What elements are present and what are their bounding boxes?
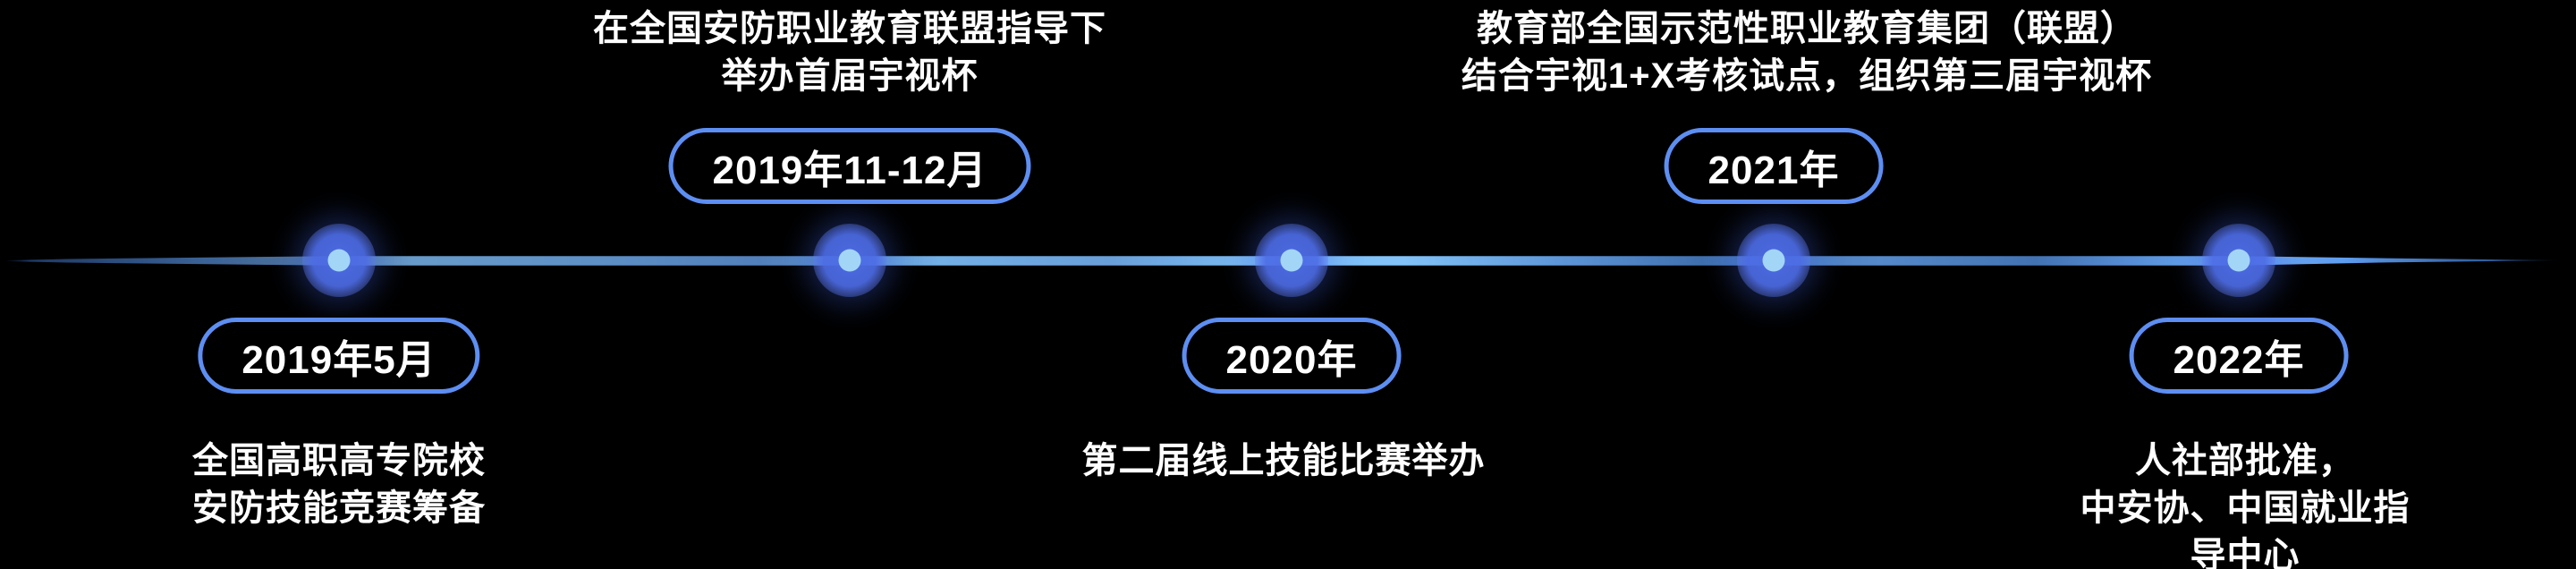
- milestone-date-pill-2022: 2022年: [2129, 318, 2349, 394]
- milestone-node-2021: [1737, 224, 1810, 297]
- milestone-date-pill-2019-11-12: 2019年11-12月: [668, 128, 1031, 204]
- milestone-node-2020: [1255, 224, 1328, 297]
- milestone-node-2019-05: [302, 224, 376, 297]
- milestone-node-2022: [2202, 224, 2275, 297]
- milestone-description-2020: 第二届线上技能比赛举办: [1081, 441, 1486, 480]
- milestone-description-2022: 人社部批准， 中安协、中国就业指导中心 宇视杯国赛12月即将举办: [2080, 441, 2411, 569]
- milestone-description-2019-05: 全国高职高专院校 安防技能竞赛筹备: [192, 441, 486, 528]
- milestone-description-2021: 教育部全国示范性职业教育集团（联盟） 结合宇视1+X考核试点，组织第三届宇视杯: [1461, 9, 2153, 96]
- milestone-description-2019-11-12: 在全国安防职业教育联盟指导下 举办首届宇视杯: [593, 9, 1106, 96]
- milestone-node-2019-11-12: [813, 224, 886, 297]
- milestone-date-pill-2019-05: 2019年5月: [198, 318, 480, 394]
- milestone-date-pill-2020: 2020年: [1182, 318, 1402, 394]
- milestone-date-pill-2021: 2021年: [1664, 128, 1884, 204]
